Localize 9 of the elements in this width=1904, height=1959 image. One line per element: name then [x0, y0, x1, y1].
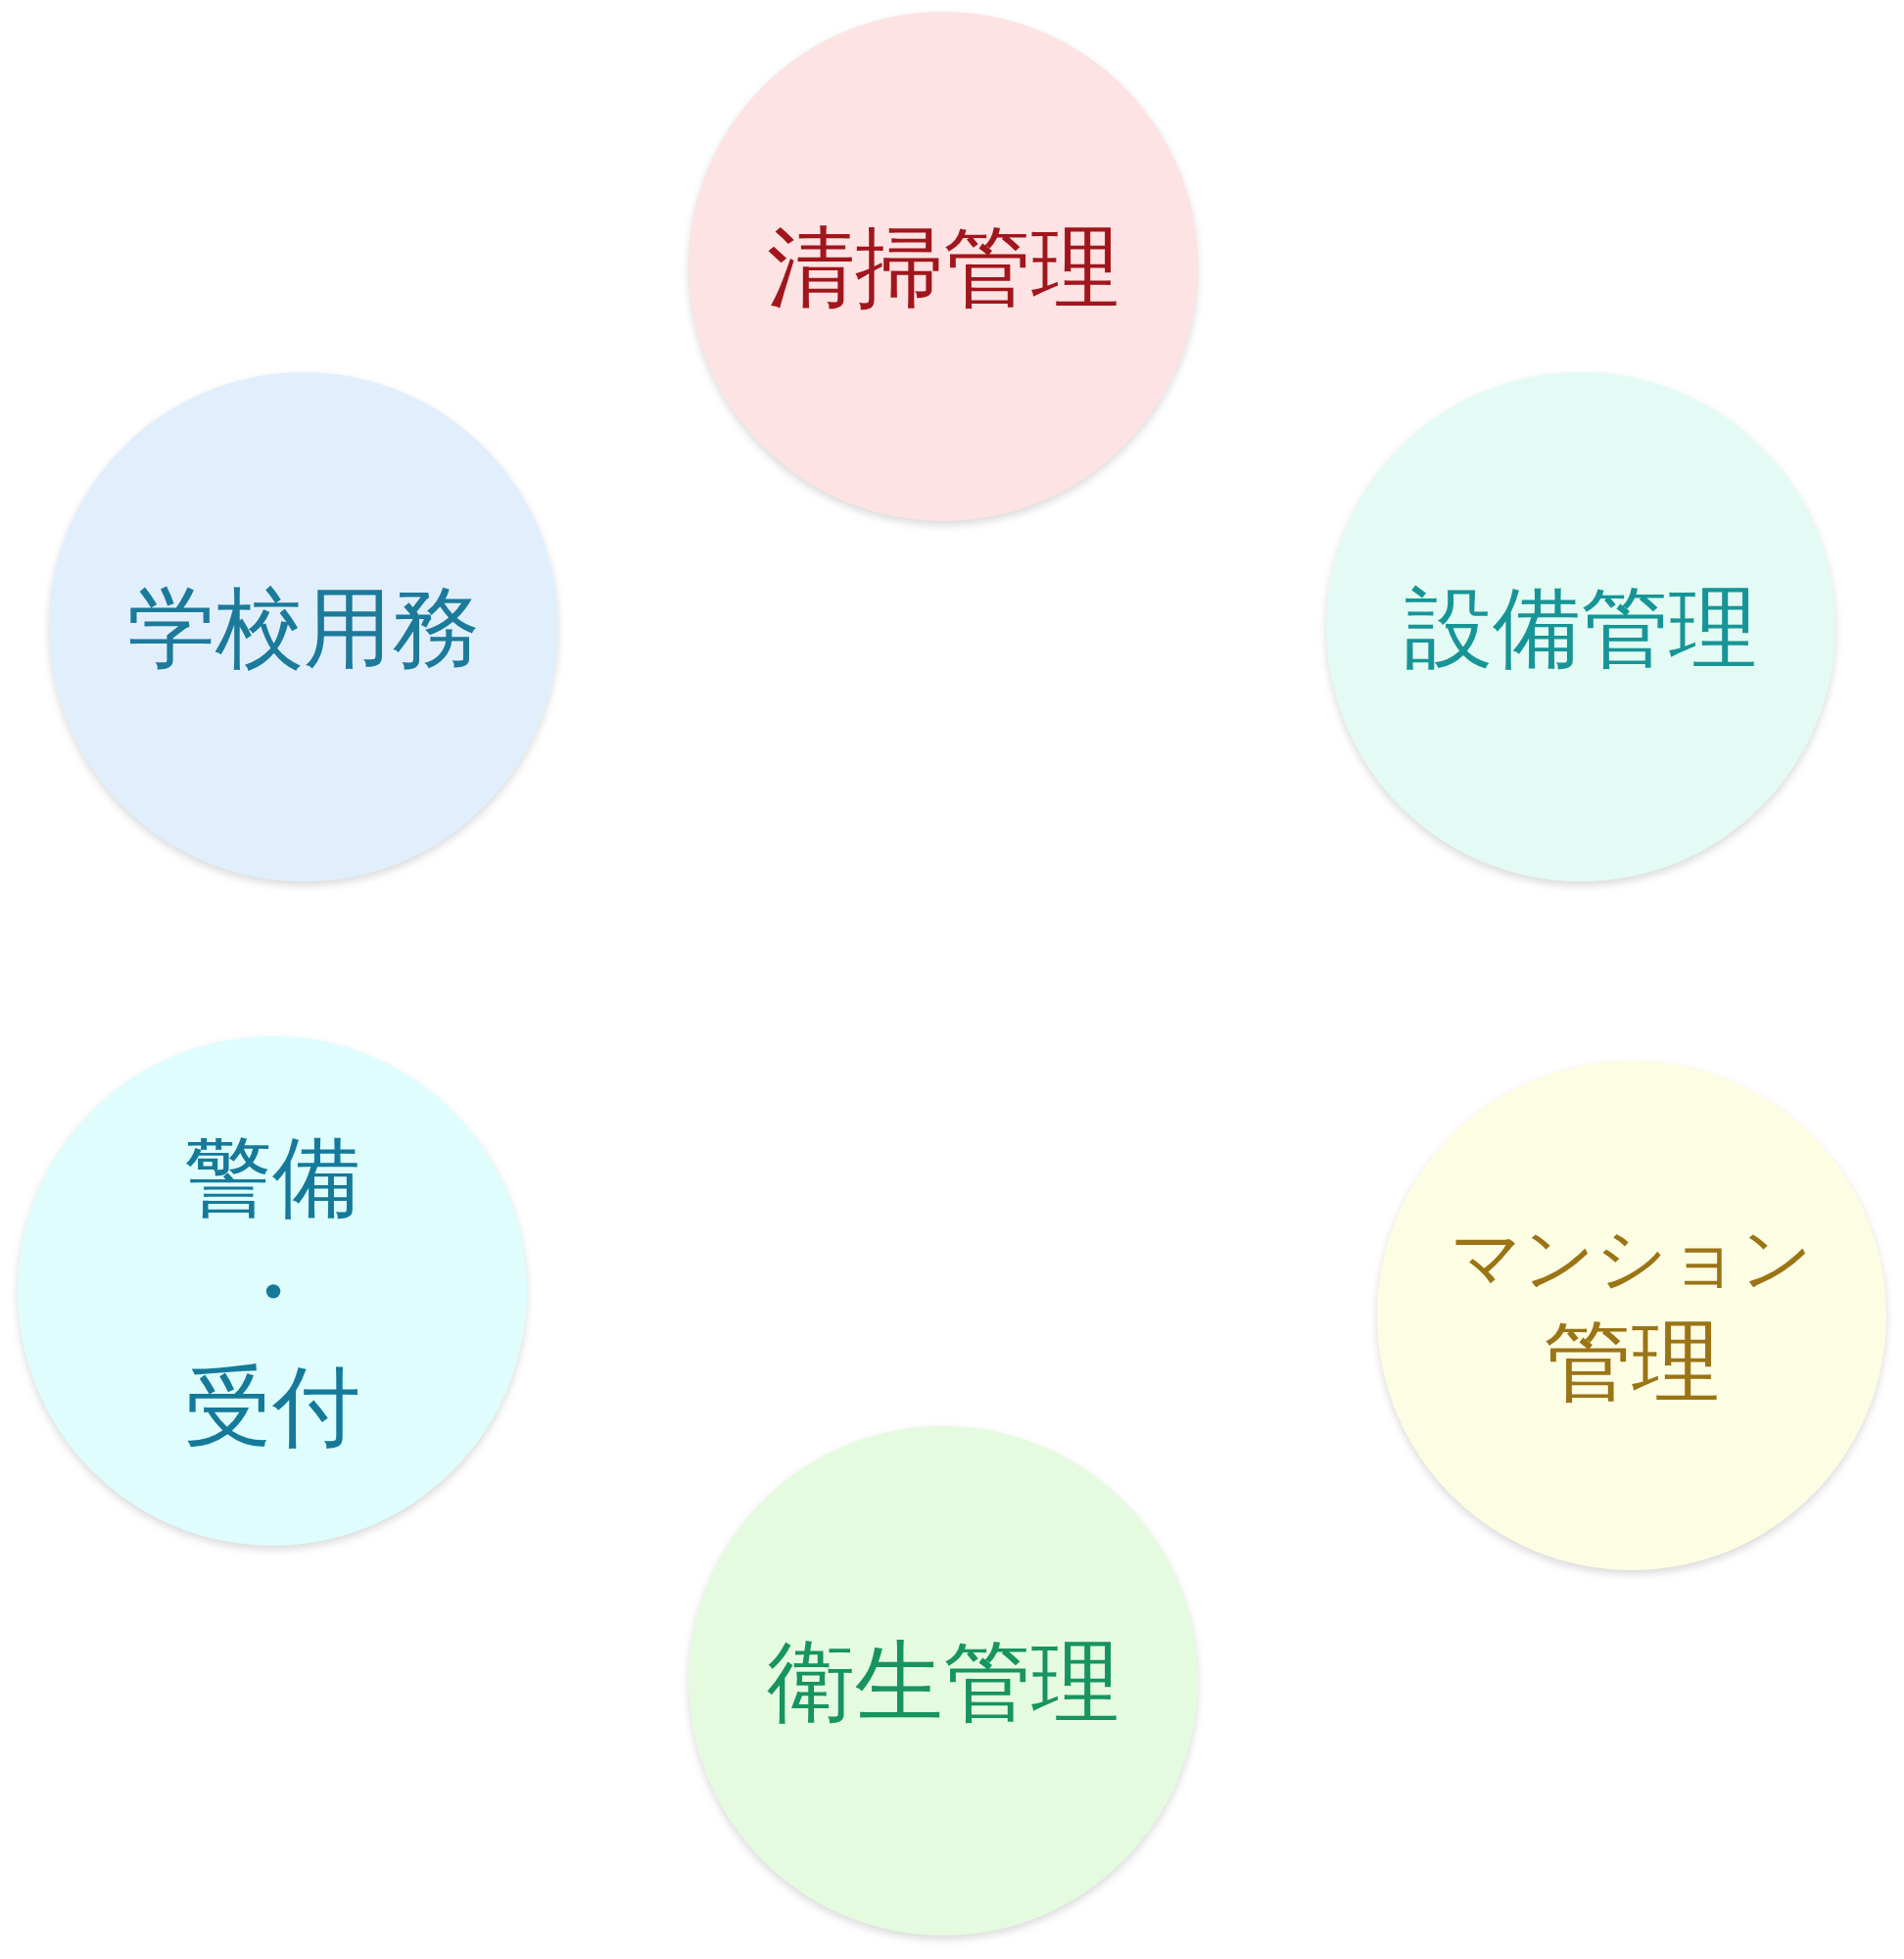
- category-label: 学校用務: [127, 574, 480, 681]
- category-label: 警備: [184, 1123, 360, 1230]
- category-label: ・: [228, 1238, 316, 1345]
- category-label: マンション: [1451, 1215, 1813, 1301]
- category-label: 管理: [1544, 1309, 1720, 1415]
- category-label: 清掃管理: [767, 214, 1119, 320]
- category-label: 衛生管理: [767, 1628, 1119, 1735]
- category-label: 受付: [184, 1353, 360, 1459]
- category-label: 設備管理: [1404, 574, 1757, 681]
